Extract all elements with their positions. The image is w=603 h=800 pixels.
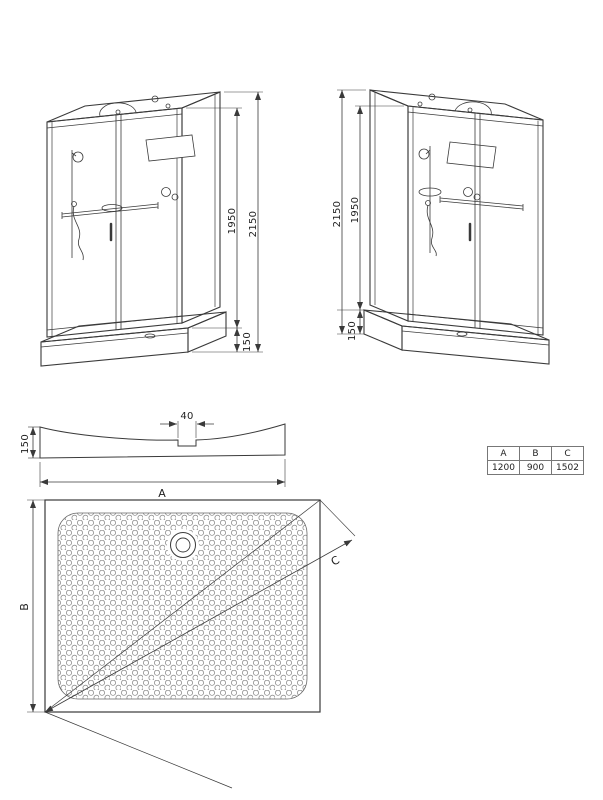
- round-shelf: [418, 187, 442, 197]
- extension-lines: [28, 421, 286, 487]
- roof-details: [99, 95, 171, 117]
- cabin-back-iso-view: [363, 89, 550, 365]
- soap-dish: [101, 204, 123, 212]
- cabin-front-dimensions: 1950 2150 150: [186, 91, 263, 353]
- roof-arc: [454, 101, 492, 116]
- dim-diagonal-label: C: [329, 553, 342, 568]
- mirror-panel: [145, 134, 196, 162]
- roof-light-icon: [165, 103, 171, 109]
- frame-profiles: [374, 92, 544, 335]
- roof-light-icon: [115, 109, 121, 115]
- tray-section-dimensions: 40 150 A: [20, 411, 286, 500]
- control-knob: [171, 193, 179, 201]
- dim-width-label: A: [158, 487, 166, 500]
- dim-total-height: 2150: [332, 201, 343, 228]
- shower-tray: [363, 309, 550, 365]
- diagonal-extension: [44, 711, 233, 789]
- dim-depth-label: B: [18, 603, 31, 611]
- cabin-top-face: [369, 89, 544, 121]
- cabin-front-iso-view: [40, 91, 227, 367]
- towel-bar: [439, 197, 524, 207]
- tray-drain: [456, 331, 468, 337]
- cabin-interior: [61, 114, 196, 330]
- tray-section-view: [39, 423, 286, 459]
- roof-light-icon: [467, 107, 473, 113]
- roof-arc: [99, 102, 137, 117]
- table-header-c: C: [551, 446, 584, 461]
- dim-tray-height: 150: [242, 332, 253, 352]
- cabin-side-panel: [181, 91, 221, 324]
- shower-head: [72, 151, 84, 163]
- dim-cabin-height: 1950: [350, 197, 361, 224]
- dimension-line: [44, 539, 353, 713]
- dim-total-height: 2150: [248, 211, 259, 238]
- table-header-b: B: [519, 446, 552, 461]
- dim-tray-height: 150: [347, 321, 358, 341]
- dim-waste-width: 40: [180, 411, 193, 422]
- dim-tray-height: 150: [20, 434, 31, 454]
- roof-vent-icon: [428, 93, 436, 101]
- mirror-panel: [446, 141, 497, 169]
- control-knob: [161, 187, 171, 197]
- control-knob: [463, 187, 473, 197]
- shower-tray: [40, 311, 227, 367]
- cabin-interior: [418, 113, 524, 329]
- cabin-back-dimensions: 2150 1950 150: [332, 89, 404, 341]
- size-table-header-row: A B C: [487, 446, 584, 461]
- towel-bar: [61, 206, 159, 218]
- table-header-a: A: [487, 446, 520, 461]
- drain-cover: [170, 532, 196, 558]
- shower-hose: [72, 205, 84, 261]
- dim-cabin-height: 1950: [227, 208, 238, 235]
- size-table: A B C 1200 900 1502: [487, 446, 584, 475]
- shower-arm: [425, 149, 431, 155]
- table-value-a: 1200: [487, 460, 520, 475]
- size-table-value-row: 1200 900 1502: [487, 460, 584, 475]
- shower-hose: [426, 204, 437, 257]
- roof-light-icon: [417, 101, 423, 107]
- cabin-front-glass: [407, 105, 544, 336]
- table-value-b: 900: [519, 460, 552, 475]
- tray-section-outline: [39, 423, 286, 459]
- table-value-c: 1502: [551, 460, 584, 475]
- towel-bar: [439, 200, 524, 210]
- cabin-side-panel: [369, 89, 409, 322]
- tray-drain: [144, 333, 156, 339]
- roof-vent-icon: [151, 95, 159, 103]
- roof-details: [417, 93, 492, 116]
- shower-head: [418, 148, 430, 160]
- cabin-top-face: [46, 91, 221, 123]
- towel-bar: [61, 203, 159, 215]
